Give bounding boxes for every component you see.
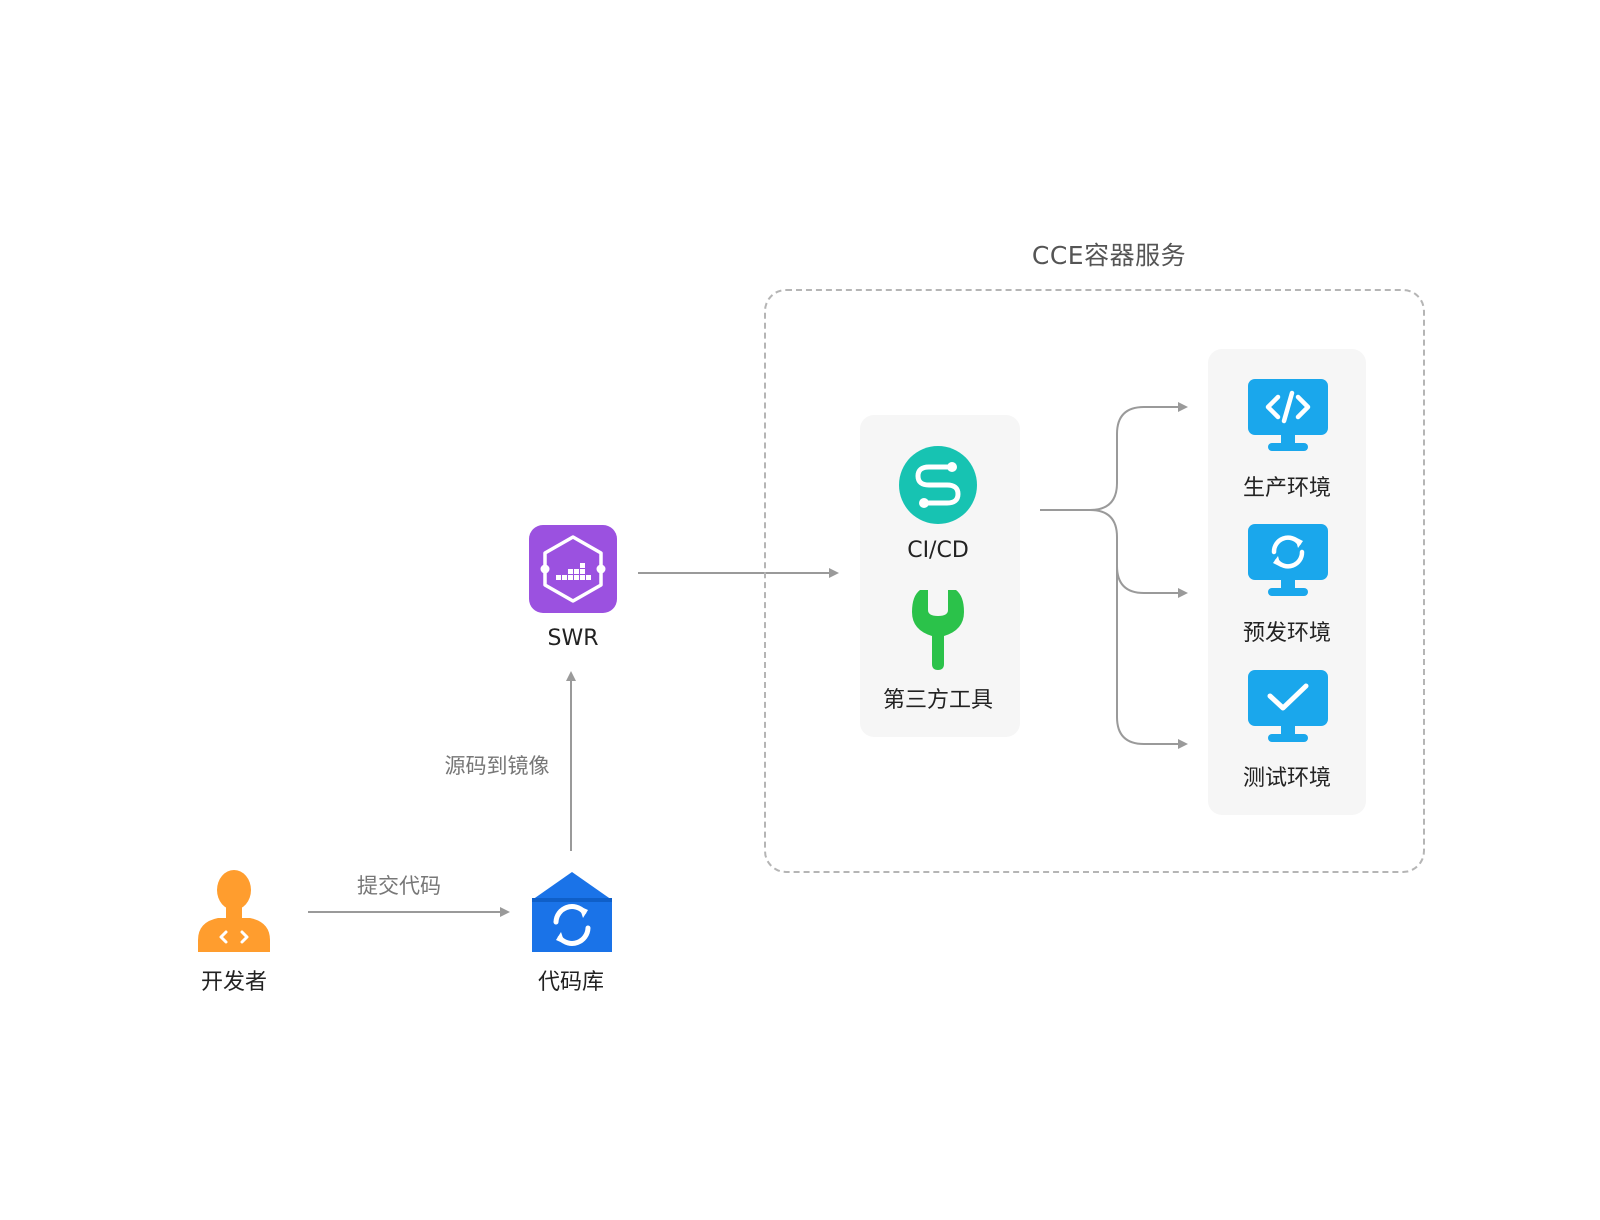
cce-group-title: CCE容器服务 xyxy=(1031,241,1187,270)
pre-label: 预发环境 xyxy=(1242,621,1332,646)
repo-label: 代码库 xyxy=(537,970,605,995)
cicd-icon xyxy=(899,446,977,524)
edge-branch-to-prod xyxy=(1040,402,1188,511)
tools-label: 第三方工具 xyxy=(882,688,994,713)
monitor-check-icon xyxy=(1248,670,1328,742)
commit-edge-label: 提交代码 xyxy=(357,874,441,898)
cicd-label: CI/CD xyxy=(907,538,969,563)
monitor-code-icon xyxy=(1248,379,1328,451)
swr-container-icon xyxy=(529,525,617,613)
wrench-icon xyxy=(912,590,964,670)
developer-icon xyxy=(198,870,270,952)
test-label: 测试环境 xyxy=(1242,766,1332,791)
cce-group-box xyxy=(764,289,1425,873)
developer-label: 开发者 xyxy=(200,970,268,995)
prod-label: 生产环境 xyxy=(1242,476,1332,501)
swr-label: SWR xyxy=(547,626,599,651)
monitor-refresh-icon xyxy=(1248,524,1328,596)
edge-branch-to-test xyxy=(1116,566,1188,749)
build-edge-label: 源码到镜像 xyxy=(444,754,550,778)
code-repo-icon xyxy=(532,872,612,952)
